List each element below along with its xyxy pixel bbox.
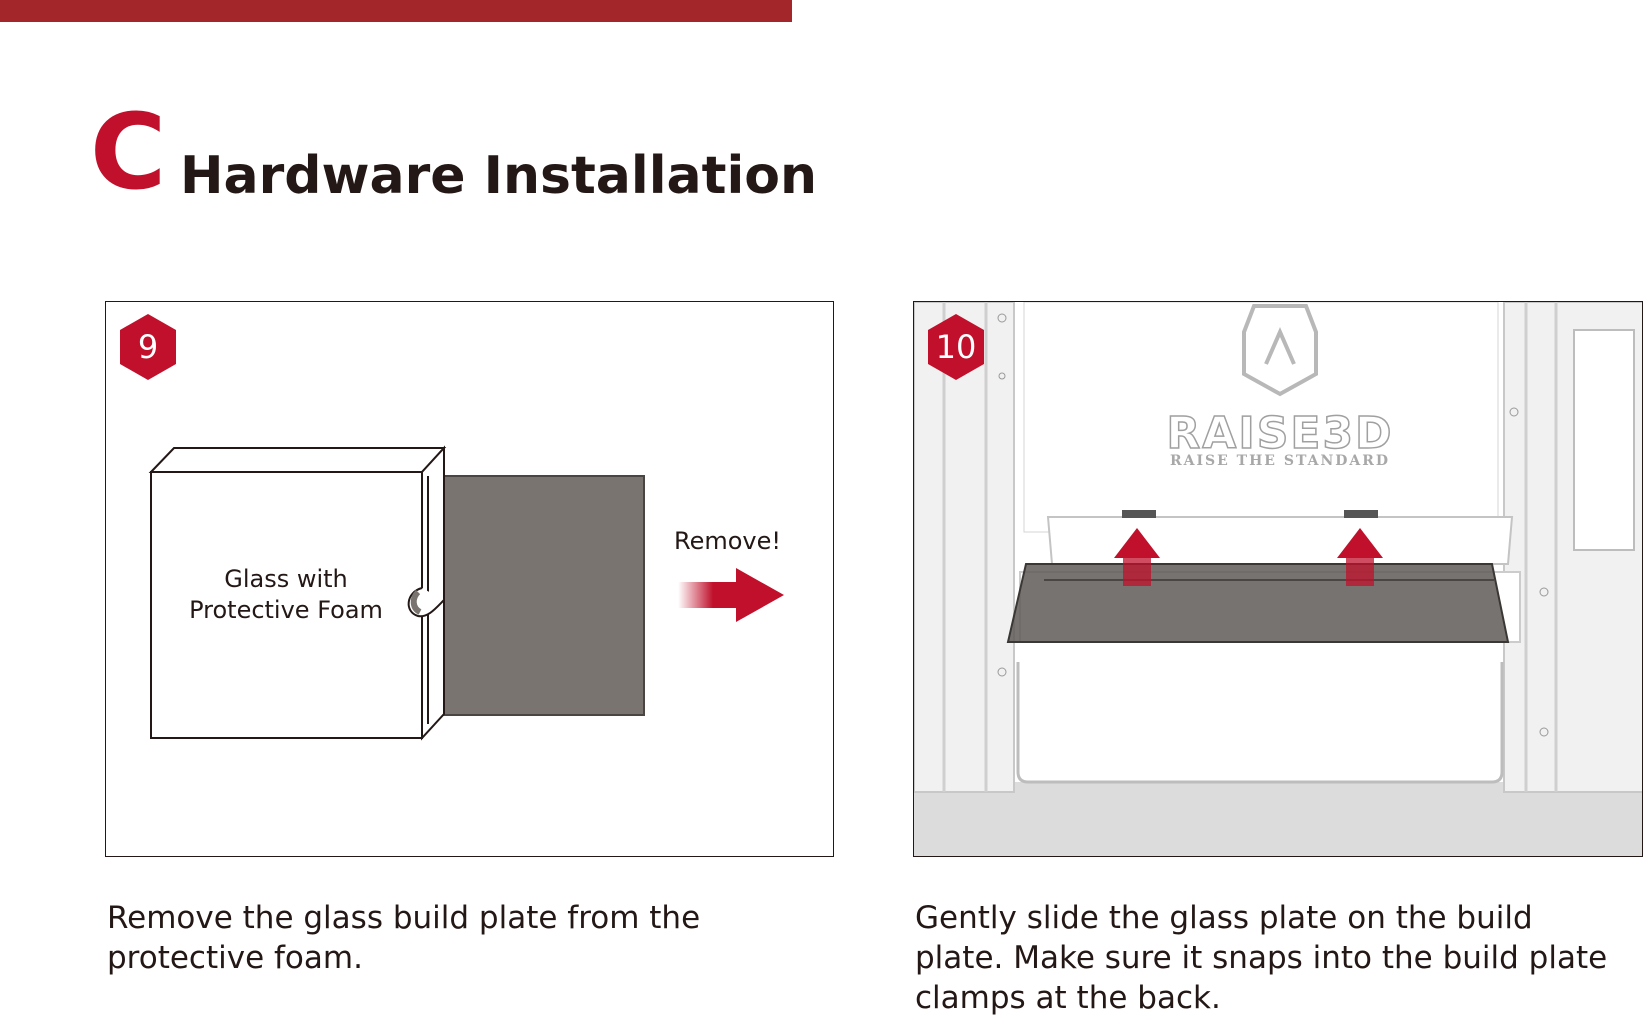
step-9-caption: Remove the glass build plate from the pr… bbox=[107, 900, 701, 976]
foam-removal-illustration: Glass with Protective Foam Remove! bbox=[148, 445, 784, 741]
printer-floor bbox=[914, 782, 1642, 856]
arrow-up-icon bbox=[1114, 528, 1160, 586]
foam-top-face bbox=[148, 447, 447, 473]
remove-label: Remove! bbox=[674, 527, 781, 555]
top-accent-bar bbox=[0, 0, 792, 22]
glass-label-line2: Protective Foam bbox=[189, 596, 383, 624]
brand-logo-text: RAISE3D bbox=[1166, 408, 1393, 459]
left-frame bbox=[914, 302, 1015, 793]
step-10-caption: Gently slide the glass plate on the buil… bbox=[915, 900, 1608, 1016]
foam-front-face bbox=[150, 471, 423, 739]
arrow-up-icon bbox=[1337, 528, 1383, 586]
glass-plate bbox=[1006, 563, 1510, 643]
printer-illustration: RAISE3D RAISE THE STANDARD bbox=[914, 302, 1642, 856]
glass-plate bbox=[427, 475, 645, 716]
arrow-right-icon bbox=[678, 568, 784, 622]
glass-label-line1: Glass with bbox=[224, 565, 348, 593]
step-badge: 10 bbox=[926, 314, 986, 380]
step-number: 9 bbox=[137, 328, 159, 366]
hexagon-badge-icon bbox=[120, 314, 176, 380]
step-9-panel: Glass with Protective Foam Remove! 9 bbox=[105, 301, 834, 857]
raise3d-logo-icon bbox=[1242, 304, 1318, 397]
brand-tagline: RAISE THE STANDARD bbox=[1170, 453, 1390, 469]
section-letter: C bbox=[90, 91, 167, 213]
step-number: 10 bbox=[935, 328, 977, 366]
section-title: Hardware Installation bbox=[180, 146, 818, 206]
step-badge: 9 bbox=[118, 314, 178, 380]
step-10-panel: RAISE3D RAISE THE STANDARD bbox=[913, 301, 1643, 857]
hexagon-badge-icon bbox=[928, 314, 984, 380]
